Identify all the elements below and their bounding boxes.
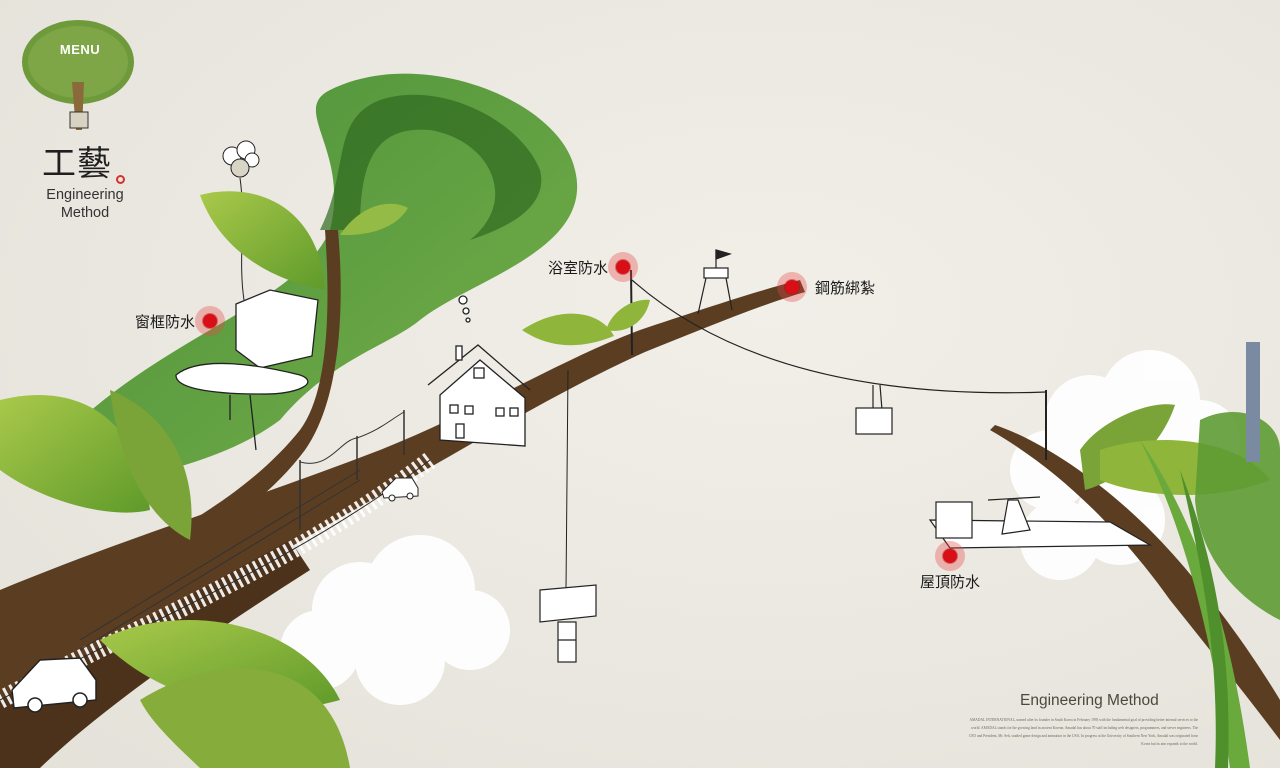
pipe-icon	[1246, 342, 1260, 462]
hanging-house-icon	[539, 584, 597, 663]
red-dot-icon	[608, 252, 639, 282]
menu-label: MENU	[59, 42, 101, 57]
brand-subtitle: Engineering Method	[30, 186, 140, 222]
red-dot-icon	[195, 306, 226, 336]
brand-subtitle-line1: Engineering	[46, 187, 124, 203]
hotspot-roof-waterproofing[interactable]: 屋頂防水	[920, 541, 980, 592]
leaf-icon	[522, 313, 614, 346]
hotspot-rebar-tying[interactable]: 鋼筋綁紮	[777, 272, 875, 302]
brand-dot-icon	[116, 175, 125, 184]
grass-icon	[1180, 470, 1229, 768]
menu-button[interactable]: MENU	[20, 12, 140, 144]
watchtower-icon	[697, 249, 733, 315]
balloon-icon	[222, 140, 260, 301]
hotspot-label: 窗框防水	[135, 312, 196, 331]
hotspot-label: 浴室防水	[548, 258, 609, 277]
upper-branch	[120, 230, 341, 575]
house-icon	[427, 295, 531, 447]
brand-subtitle-line2: Method	[60, 205, 110, 221]
vine-icon	[1195, 411, 1280, 620]
red-dot-icon	[935, 541, 965, 571]
right-house-icon	[928, 496, 1153, 549]
brand-title: 工藝	[42, 144, 112, 184]
hotspot-label: 屋頂防水	[920, 573, 981, 591]
red-dot-icon	[777, 272, 807, 302]
treehouse-icon	[175, 289, 319, 451]
car-icon	[381, 477, 419, 502]
footer-title: Engineering Method	[1020, 692, 1159, 709]
footer-description: AMADAL INTERNATIONAL, named after its fo…	[968, 718, 1198, 746]
leaf-icon	[606, 299, 650, 331]
leaf-icon	[200, 191, 325, 290]
leaf-icon	[340, 203, 408, 236]
leaf-icon	[110, 390, 192, 540]
tree-menu-icon	[22, 20, 134, 130]
leaf-icon	[0, 394, 150, 513]
gondola-icon	[855, 384, 893, 435]
leaf-icon	[140, 668, 350, 768]
hotspot-window-frame-waterproofing[interactable]: 窗框防水	[135, 306, 226, 336]
hotspot-bathroom-waterproofing[interactable]: 浴室防水	[548, 252, 639, 282]
hotspot-label: 鋼筋綁紮	[815, 278, 876, 297]
car-icon	[11, 657, 97, 713]
